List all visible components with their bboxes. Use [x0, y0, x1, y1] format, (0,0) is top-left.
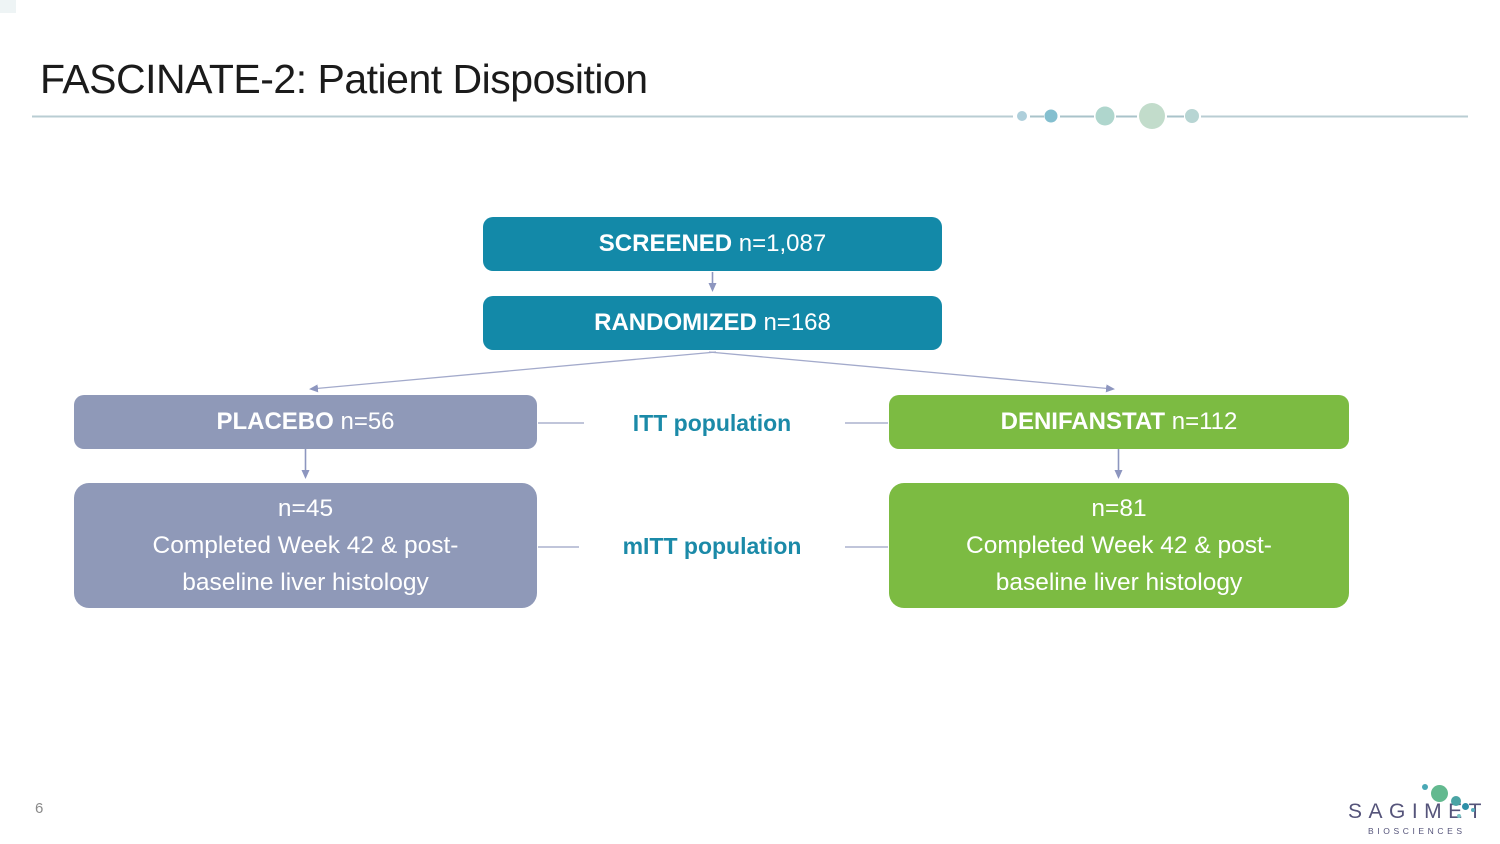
logo-dot [1451, 796, 1461, 806]
placebo-value: n=56 [333, 408, 395, 435]
placebo-completed-box: n=45 Completed Week 42 & post- baseline … [74, 483, 537, 608]
divider-dot [1017, 111, 1027, 121]
logo-subtitle: BIOSCIENCES [1368, 826, 1466, 836]
logo-dot [1422, 784, 1428, 790]
page-title: FASCINATE-2: Patient Disposition [40, 56, 648, 102]
screened-box: SCREENED n=1,087 [483, 217, 942, 271]
mitt-population-label: mITT population [622, 533, 802, 559]
denifanstat-completed-box: n=81 Completed Week 42 & post- baseline … [889, 483, 1349, 608]
randomized-box: RANDOMIZED n=168 [483, 296, 942, 350]
denifanstat-box: DENIFANSTAT n=112 [889, 395, 1349, 449]
logo-wordmark: SAGIMET [1348, 800, 1489, 823]
denifanstat-value: n=112 [1165, 408, 1238, 435]
placebo-completed-text: n=45 Completed Week 42 & post- baseline … [152, 495, 459, 596]
connector-randomized-placebo [309, 351, 717, 393]
logo-dot [1462, 803, 1469, 810]
sagimet-logo: SAGIMET BIOSCIENCES [1340, 775, 1490, 837]
logo-dot [1457, 814, 1461, 818]
logo-dot [1431, 785, 1448, 802]
placebo-box: PLACEBO n=56 [74, 395, 537, 449]
page-number: 6 [35, 800, 44, 817]
placebo-label: PLACEBO [216, 408, 334, 435]
divider-dot [1095, 106, 1115, 126]
divider-dot [1139, 103, 1165, 129]
divider-dot [1185, 109, 1199, 123]
randomized-value: n=168 [756, 309, 831, 336]
connector-randomized-denifanstat [708, 351, 1115, 393]
screened-value: n=1,087 [732, 230, 827, 257]
randomized-label: RANDOMIZED [594, 309, 757, 336]
denifanstat-completed-text: n=81 Completed Week 42 & post- baseline … [966, 495, 1272, 596]
logo-dot [1471, 808, 1475, 812]
itt-population-label: ITT population [632, 410, 792, 436]
screened-label: SCREENED [598, 230, 733, 257]
denifanstat-label: DENIFANSTAT [1000, 408, 1166, 435]
title-divider-decoration [32, 103, 1468, 129]
divider-dot [1044, 109, 1058, 123]
corner-artifact [0, 0, 16, 13]
